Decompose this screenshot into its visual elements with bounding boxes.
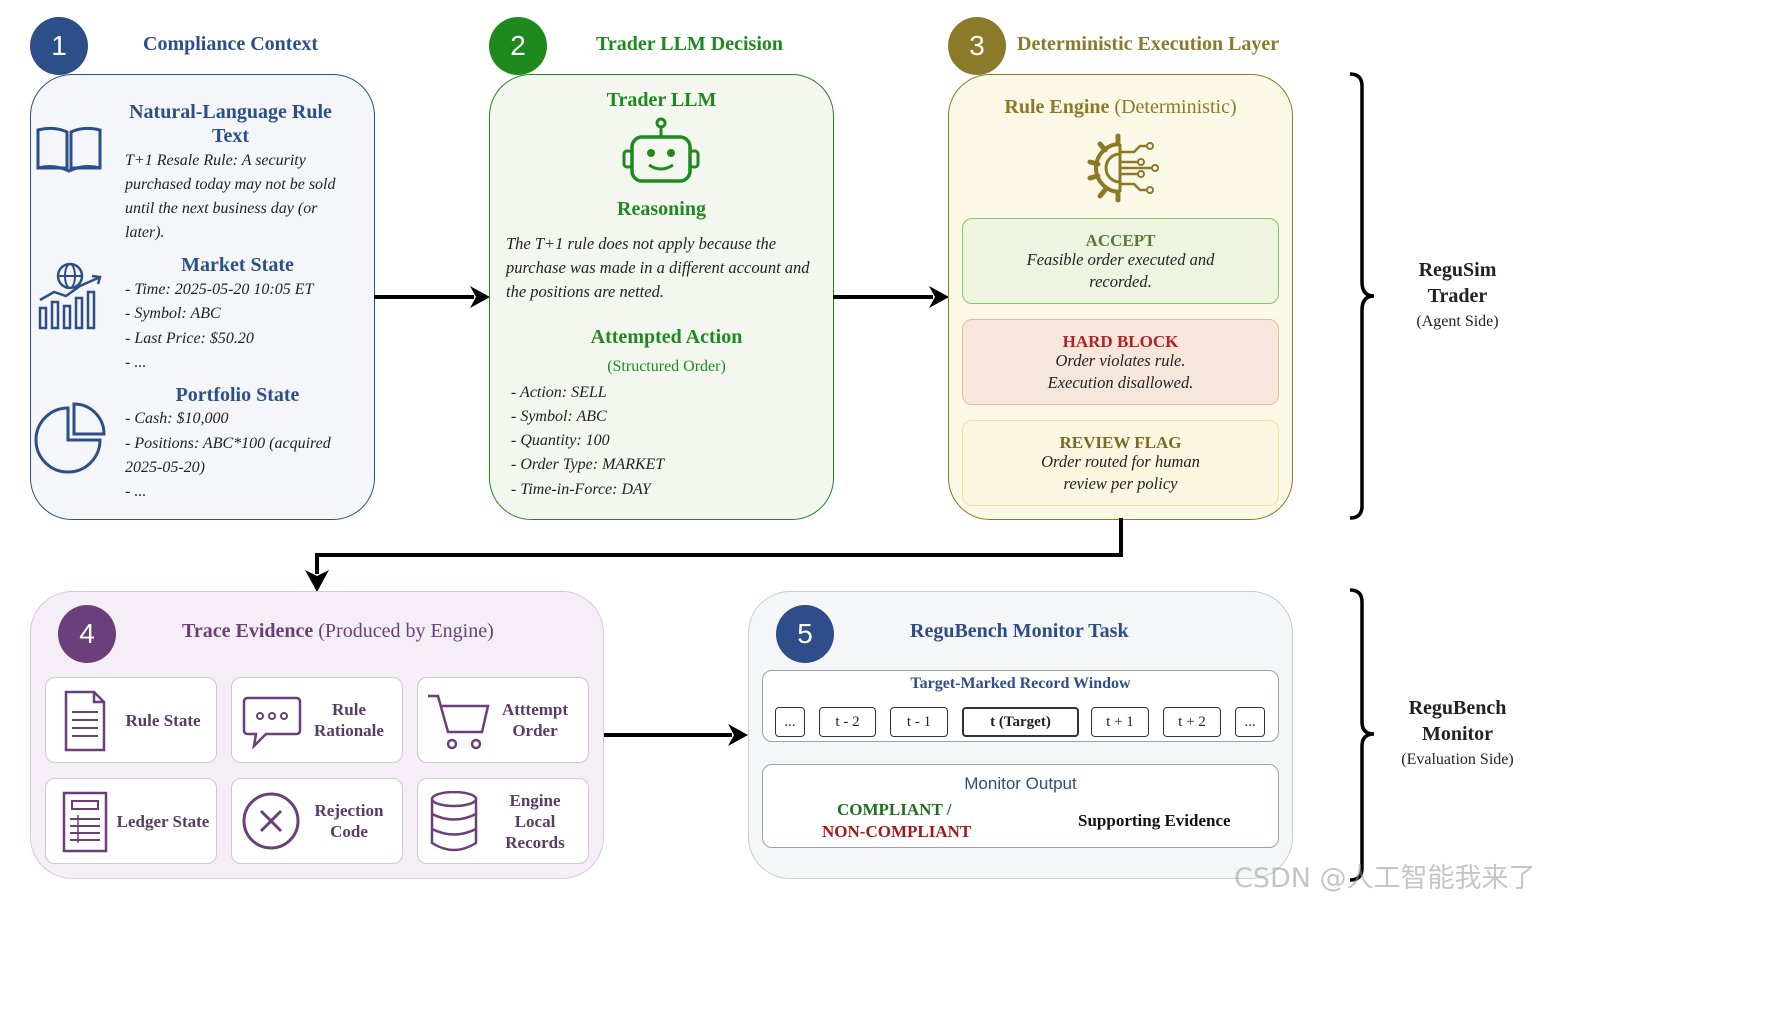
book-icon [36,126,102,173]
trader-llm-panel [489,74,834,520]
hard-block-title: HARD BLOCK [1062,332,1179,351]
attempted-action-heading: Attempted Action [590,326,743,348]
record-cell-t-plus-2: t + 2 [1163,707,1221,737]
portfolio-state-heading: Portfolio State [175,384,300,406]
monitor-task-title: ReguBench Monitor Task [910,620,1129,642]
stage-2-title: Trader LLM Decision [596,33,784,55]
pie-chart-icon [34,402,106,474]
robot-icon [622,117,700,183]
arrow-trader-to-engine [833,286,949,308]
record-cell-t-minus-1: t - 1 [890,707,948,737]
compliant-label: COMPLIANT / [837,800,952,819]
record-cell-ellipsis-right: ... [1235,707,1265,737]
evidence-rule-rationale: Rule Rationale [231,677,403,763]
market-line-time: - Time: 2025-05-20 10:05 ET [125,281,314,298]
database-icon [430,791,478,852]
reasoning-text: The T+1 rule does not apply because the … [506,234,810,301]
rule-text: T+1 Resale Rule: A security purchased to… [125,152,336,241]
rule-engine-heading: Rule Engine (Deterministic) [948,96,1293,119]
evidence-label: Rule State [125,710,201,730]
evidence-label: Rejection Code [314,801,384,841]
portfolio-line-cash: - Cash: $10,000 [125,410,229,427]
order-line-tif: - Time-in-Force: DAY [511,481,651,498]
evidence-engine-local-records: Engine Local Records [417,778,589,864]
step-2-badge: 2 [489,17,547,75]
trader-llm-heading: Trader LLM [606,89,717,111]
reasoning-heading: Reasoning [617,198,706,220]
review-flag-text: Order routed for human review per policy [1041,452,1200,493]
hard-block-text-1: Order violates rule. [1055,351,1186,370]
attempted-action-subtitle: (Structured Order) [607,358,726,375]
reject-x-icon [242,792,300,850]
market-line-symbol: - Symbol: ABC [125,305,221,322]
accept-box: ACCEPT Feasible order executed and recor… [962,218,1279,304]
agent-side-line-2: Trader [1427,285,1488,307]
order-line-quantity: - Quantity: 100 [511,432,610,449]
step-4-badge: 4 [58,605,116,663]
market-line-price: - Last Price: $50.20 [125,330,254,347]
market-chart-icon [38,262,102,330]
accept-text: Feasible order executed and recorded. [1026,250,1215,291]
agent-side-line-3: (Agent Side) [1416,313,1499,330]
evidence-attempt-order: Atttempt Order [417,677,589,763]
speech-bubble-icon [242,696,302,750]
hard-block-text-2: Execution disallowed. [1047,373,1194,392]
evidence-ledger-state: Ledger State [45,778,217,864]
agent-side-label: ReguSim Trader (Agent Side) [1380,258,1535,334]
accept-title: ACCEPT [1085,231,1156,250]
evidence-label: Rule Rationale [314,700,384,740]
evaluation-side-line-1: ReguBench [1408,697,1507,719]
market-line-more: - ... [125,354,147,371]
rule-engine-label: Rule Engine [1004,96,1110,118]
brace-agent-side [1349,72,1375,520]
rule-engine-qualifier: (Deterministic) [1109,96,1237,118]
monitor-output-title: Monitor Output [964,774,1077,793]
record-cell-t-plus-1: t + 1 [1091,707,1149,737]
arrow-trace-to-monitor [604,724,748,746]
evaluation-side-line-3: (Evaluation Side) [1401,751,1514,768]
order-line-type: - Order Type: MARKET [511,456,665,473]
supporting-evidence-label: Supporting Evidence [1078,811,1231,830]
record-cell-target: t (Target) [962,707,1079,737]
record-cell-t-minus-2: t - 2 [819,707,876,737]
evaluation-side-line-2: Monitor [1421,723,1494,745]
evidence-label: Atttempt Order [501,700,569,740]
review-flag-box: REVIEW FLAG Order routed for human revie… [962,420,1279,506]
order-line-action: - Action: SELL [511,384,607,401]
noncompliant-label: NON-COMPLIANT [822,822,972,841]
trace-evidence-qualifier: (Produced by Engine) [313,620,494,642]
evidence-rejection-code: Rejection Code [231,778,403,864]
shopping-cart-icon [428,694,490,750]
review-flag-title: REVIEW FLAG [1059,433,1182,452]
arrow-engine-to-trace [305,518,1123,592]
step-1-badge: 1 [30,17,88,75]
gear-circuit-icon [1087,133,1159,203]
order-line-symbol: - Symbol: ABC [511,408,607,425]
evidence-rule-state: Rule State [45,677,217,763]
step-3-badge: 3 [948,17,1006,75]
brace-evaluation-side [1349,588,1375,882]
portfolio-line-more: - ... [125,483,147,500]
trace-evidence-title: Trace Evidence (Produced by Engine) [182,620,494,643]
ledger-icon [62,791,108,853]
agent-side-line-1: ReguSim [1418,259,1497,281]
evaluation-side-label: ReguBench Monitor (Evaluation Side) [1380,696,1535,772]
stage-1-title: Compliance Context [143,33,318,55]
record-cell-ellipsis-left: ... [775,707,805,737]
hard-block-box: HARD BLOCK Order violates rule. Executio… [962,319,1279,405]
stage-3-title: Deterministic Execution Layer [1017,33,1280,55]
record-window-title: Target-Marked Record Window [910,675,1131,692]
evidence-label: Ledger State [116,811,210,831]
document-icon [64,690,106,752]
monitor-output-box: Monitor Output [762,764,1279,848]
market-state-heading: Market State [181,254,294,276]
arrow-context-to-trader [374,286,490,308]
portfolio-line-positions: - Positions: ABC*100 (acquired 2025-05-2… [125,435,331,476]
trace-evidence-label: Trace Evidence [182,620,314,642]
rule-text-heading: Natural-Language Rule Text [129,101,332,147]
watermark: CSDN @人工智能我来了 [1234,863,1536,894]
evidence-label: Engine Local Records [505,790,565,852]
step-5-badge: 5 [776,605,834,663]
